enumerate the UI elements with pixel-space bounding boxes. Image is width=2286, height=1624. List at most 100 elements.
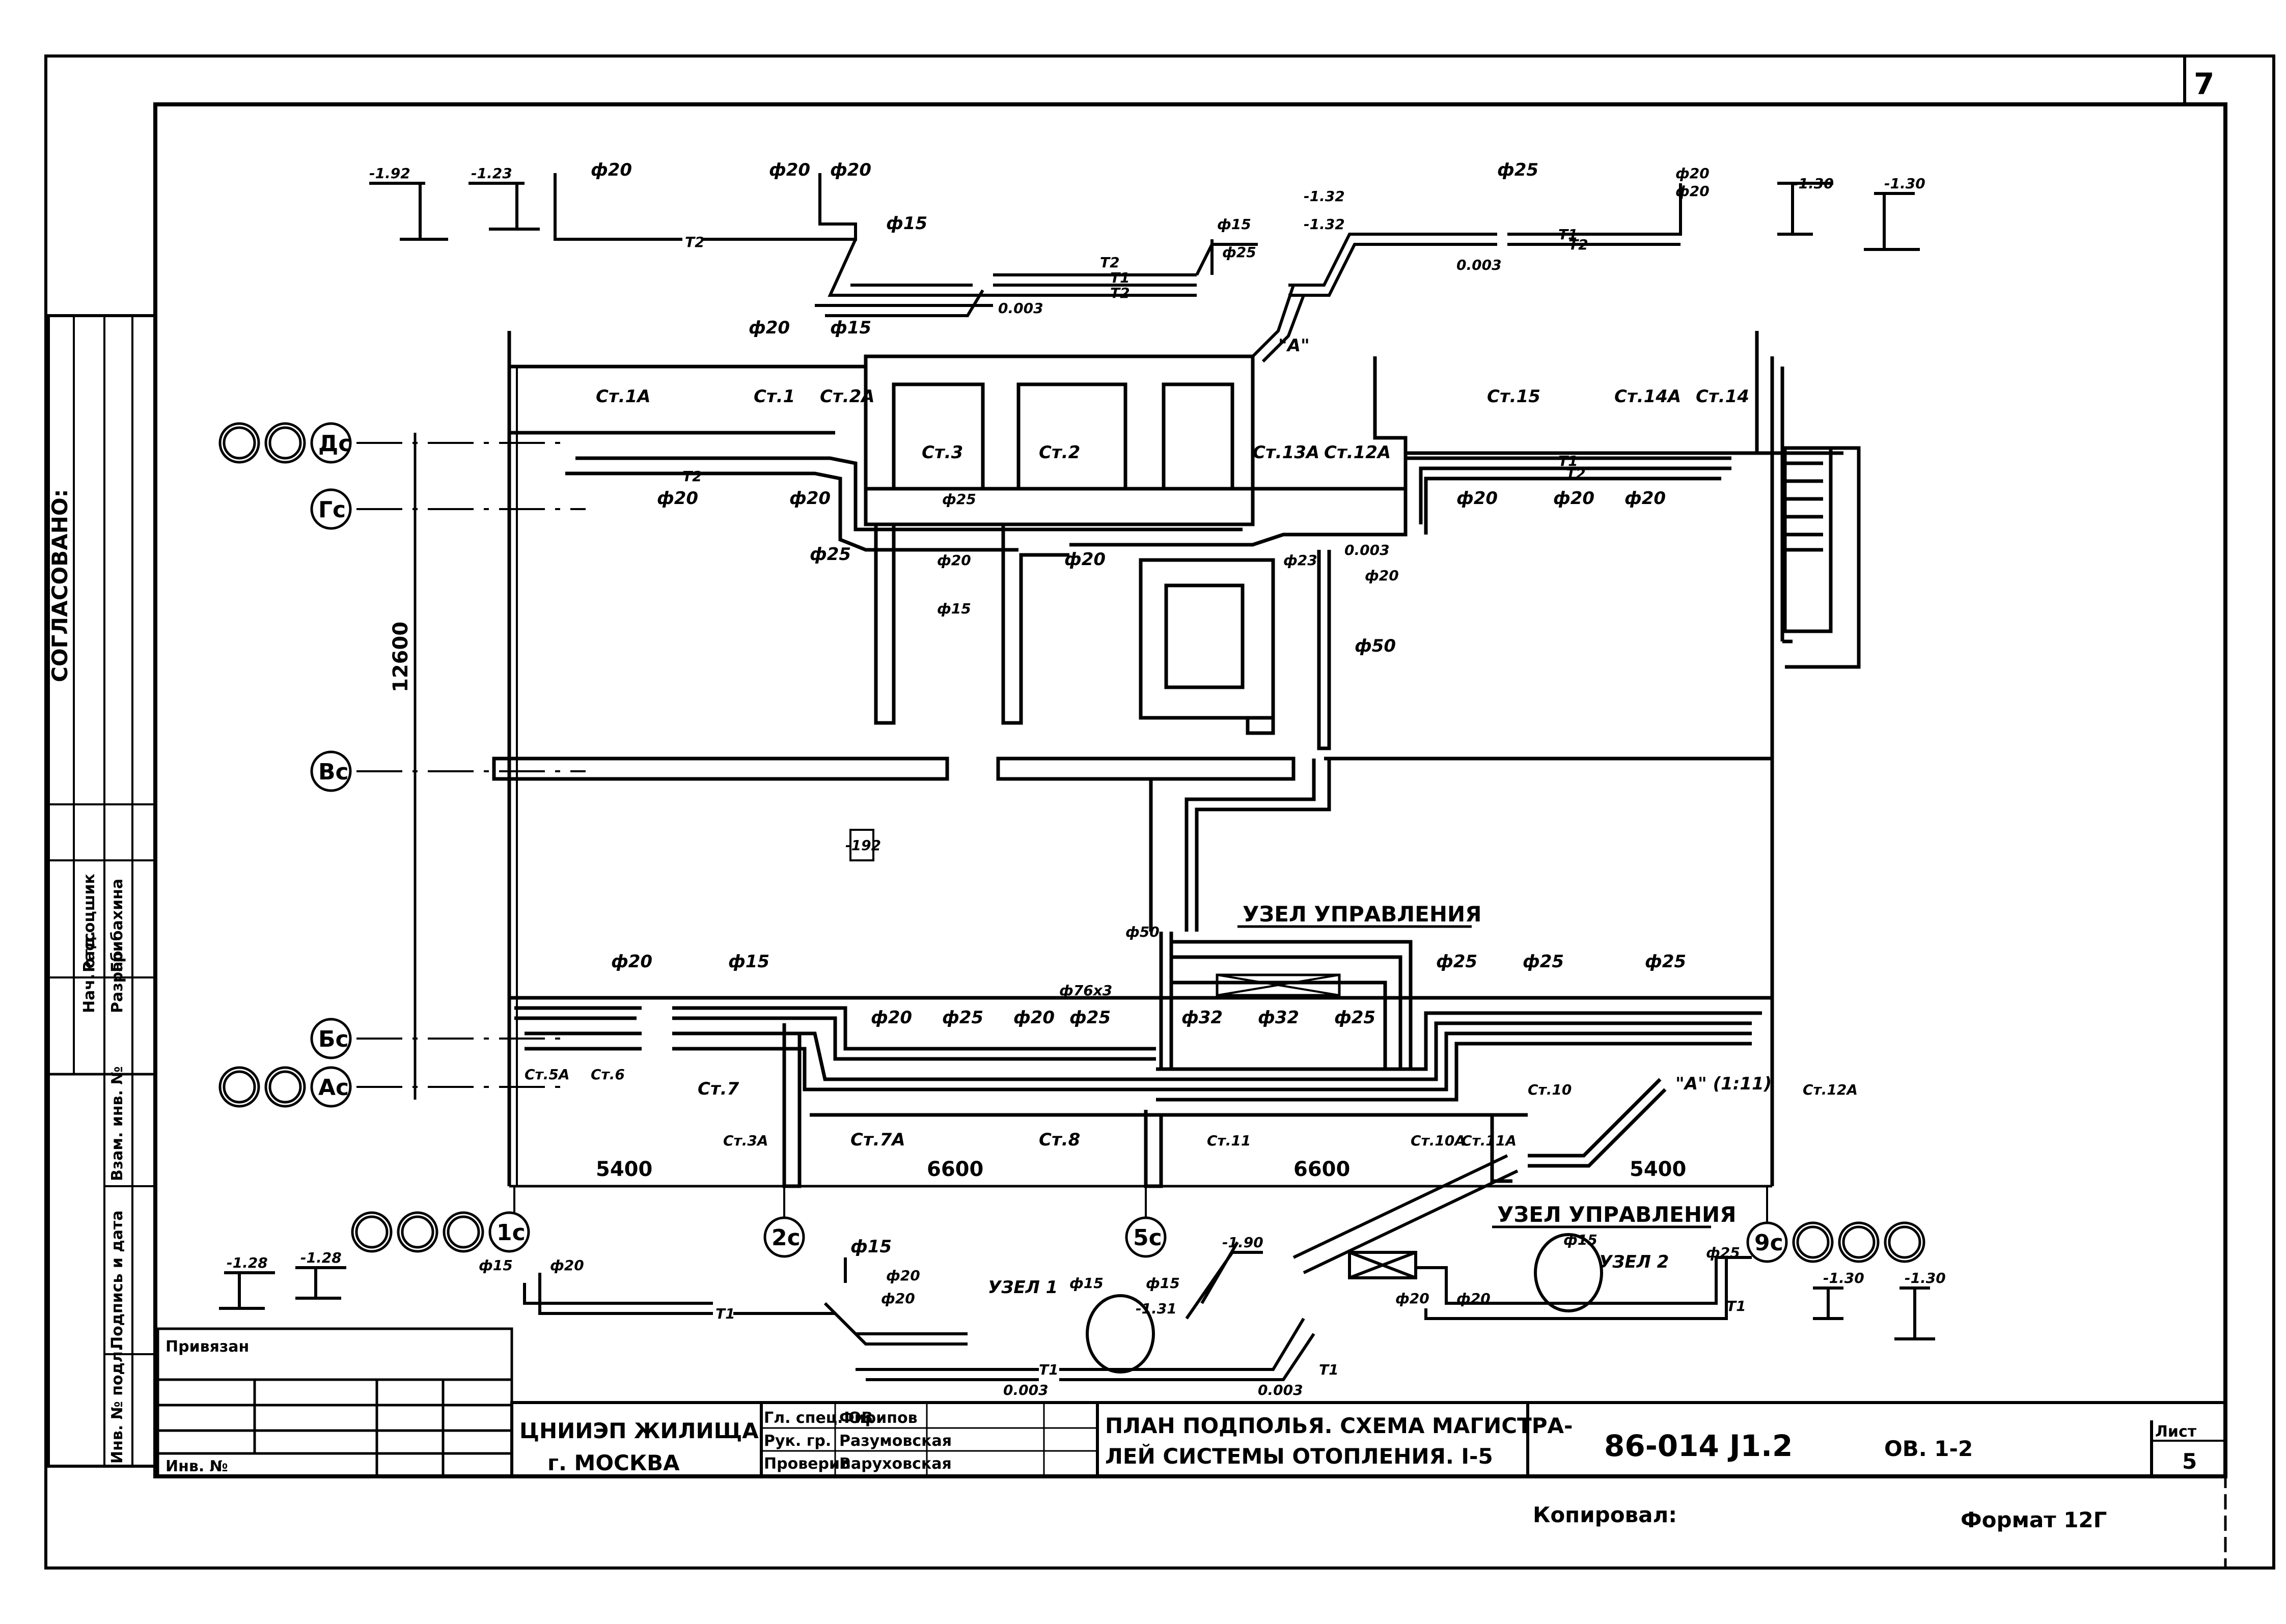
axis-bubbles (218, 422, 1925, 1263)
pipe-labels-bottom-plan: ф20 ф15 ф20 ф25 ф20 ф25 ф76х3 ф32 ф32 ф2… (611, 923, 1686, 1028)
pipe-diameter-label: ф20 (657, 488, 698, 509)
pipe-labels-top-schema: ф20 ф20 ф20 ф15 ф20 ф15 ф15 ф25 ф25 ф20 … (591, 160, 1710, 338)
line-code: Т1 (715, 1305, 735, 1322)
pipe-diameter-label: ф50 (1125, 923, 1160, 940)
heating-pipes-top (565, 456, 1731, 932)
riser-label: Ст.11 (1207, 1132, 1251, 1149)
riser-label: Ст.2 (1039, 442, 1080, 463)
riser-label: Ст.1 (754, 386, 795, 407)
side-stamp-name-1: Рассоцшик (80, 874, 98, 972)
pipe-diameter-label: ф15 (1069, 1275, 1104, 1292)
side-stamp-role-1: Нач. отд. (80, 931, 98, 1013)
riser-labels-bottom: Ст.5А Ст.6 Ст.7 Ст.3А Ст.7А Ст.8 Ст.11 С… (525, 1066, 1858, 1150)
signature-date-label: Подпись и дата (108, 1211, 126, 1349)
line-code: Т1 (1726, 1298, 1746, 1314)
line-code: Т2 (682, 468, 702, 485)
copied-label: Копировал: (1533, 1502, 1677, 1527)
room-mark-box (849, 829, 874, 861)
pipe-diameter-label: ф20 (881, 1290, 915, 1307)
slope-label: 0.003 (1258, 1382, 1303, 1398)
line-code-labels: Т2 Т2 Т1 Т2 Т1 Т2 Т2 Т1 Т2 Т1 Т1 Т1 Т1 (682, 226, 1746, 1378)
riser-label: Ст.8 (1039, 1130, 1080, 1150)
top-schema (369, 173, 1920, 363)
pipe-diameter-label: ф20 (1624, 488, 1666, 509)
control-unit-1-label: УЗЕЛ 1 (988, 1277, 1058, 1298)
riser-label: Ст.14 (1696, 386, 1749, 407)
line-code: Т2 (1110, 285, 1130, 301)
inv-no-label: Инв. № (166, 1458, 228, 1475)
elevation-label: -1.30 (1905, 1270, 1946, 1286)
replaced-inv-label: Взам. инв. № (108, 1066, 126, 1181)
axis-label-col-9: 9с (1754, 1230, 1783, 1256)
slope-label: 0.003 (1344, 542, 1390, 558)
pipe-diameter-label: ф20 (611, 951, 652, 972)
line-code: Т1 (1558, 453, 1578, 469)
pipe-diameter-label: ф25 (1497, 160, 1538, 180)
line-code: Т2 (685, 234, 705, 250)
riser-label: Ст.3А (723, 1132, 768, 1149)
axis-label-row-a: Ас (318, 1075, 349, 1101)
pipe-diameter-label: ф23 (1283, 552, 1317, 569)
pipe-diameter-label: ф15 (937, 600, 971, 617)
section-code: ОВ. 1-2 (1884, 1436, 1973, 1461)
organization-name: ЦНИИЭП ЖИЛИЩА (519, 1418, 759, 1443)
riser-label: Ст.6 (591, 1066, 625, 1083)
pipe-diameter-label: ф20 (1675, 183, 1710, 200)
line-code: Т2 (1566, 465, 1586, 482)
pipe-labels-bottom-schema: ф15 ф20 ф15 ф20 ф20 ф15 ф15 ф20 ф20 ф15 … (479, 1231, 1740, 1307)
line-code: Т2 (1100, 254, 1120, 271)
line-code: Т2 (1568, 236, 1588, 253)
axis-label-col-1: 1с (497, 1220, 526, 1246)
pipe-diameter-label: ф15 (850, 1237, 892, 1257)
axis-label-row-b: Бс (318, 1026, 349, 1052)
pipe-diameter-label: ф20 (1064, 549, 1106, 570)
pipe-diameter-label: ф20 (886, 1267, 920, 1284)
elevation-label: -1.32 (1304, 216, 1345, 233)
slope-labels: 0.003 0.003 0.003 0.003 0.003 (998, 257, 1502, 1398)
elevation-label: -1.30 (1793, 175, 1834, 192)
sheet-label: Лист (2155, 1423, 2197, 1441)
signature-name-2: Разумовская (839, 1432, 952, 1450)
dimension-6600-left: 6600 (927, 1158, 983, 1181)
format-label: Формат 12Г (1961, 1507, 2107, 1532)
sheet-corner-number: 7 (2194, 67, 2214, 101)
pipe-labels-top-plan: ф20 ф20 ф25 ф25 ф20 ф15 ф20 ф23 ф20 ф50 … (657, 488, 1666, 656)
line-code: Т1 (1110, 269, 1130, 286)
bound-stamp (156, 1327, 513, 1478)
elevation-label: -1.92 (369, 165, 410, 182)
elevation-labels: -1.92 -1.23 -1.32 -1.32 -1.30 -1.30 -1.2… (227, 165, 1946, 1317)
drawing-title-line-1: ПЛАН ПОДПОЛЬЯ. СХЕМА МАГИСТРА- (1105, 1413, 1573, 1438)
pipe-diameter-label: ф20 (749, 318, 790, 338)
pipe-diameter-label: ф25 (1069, 1007, 1111, 1028)
pipe-diameter-label: ф20 (1675, 165, 1710, 182)
view-mark-bottom: "А" (1:11) (1675, 1074, 1772, 1094)
riser-label: Ст.11А (1462, 1132, 1517, 1149)
dimension-12600: 12600 (389, 622, 412, 692)
axis-grid (356, 442, 1768, 1242)
riser-label: Ст.13А (1253, 442, 1319, 463)
axis-label-row-d: Дс (318, 431, 351, 457)
signature-role-2: Рук. гр. (764, 1432, 831, 1450)
pipe-diameter-label: ф20 (769, 160, 810, 180)
elevation-label: -1.30 (1884, 175, 1925, 192)
pipe-diameter-label: ф25 (1645, 951, 1686, 972)
pipe-diameter-label: ф15 (886, 213, 927, 234)
pipe-diameter-label: ф20 (1013, 1007, 1055, 1028)
slope-label: 0.003 (998, 300, 1043, 317)
signature-role-1: Гл. спец. ОВ (764, 1409, 873, 1427)
elevation-label: -1.28 (300, 1249, 342, 1266)
riser-label: Ст.12А (1324, 442, 1391, 463)
agreed-label: СОГЛАСОВАНО: (47, 489, 72, 682)
elevation-label: -1.28 (227, 1254, 268, 1271)
pipe-diameter-label: ф20 (1456, 1290, 1491, 1307)
pipe-diameter-label: ф25 (1523, 951, 1564, 972)
pipe-diameter-label: ф15 (830, 318, 871, 338)
organization-city: г. МОСКВА (547, 1450, 680, 1475)
pipe-diameter-label: ф20 (1365, 567, 1399, 584)
pipe-diameter-label: ф32 (1258, 1007, 1299, 1028)
pipe-diameter-label: ф20 (871, 1007, 912, 1028)
riser-label: Ст.7 (698, 1079, 739, 1099)
riser-label: Ст.10А (1411, 1132, 1466, 1149)
pipe-diameter-label: ф25 (942, 1007, 983, 1028)
